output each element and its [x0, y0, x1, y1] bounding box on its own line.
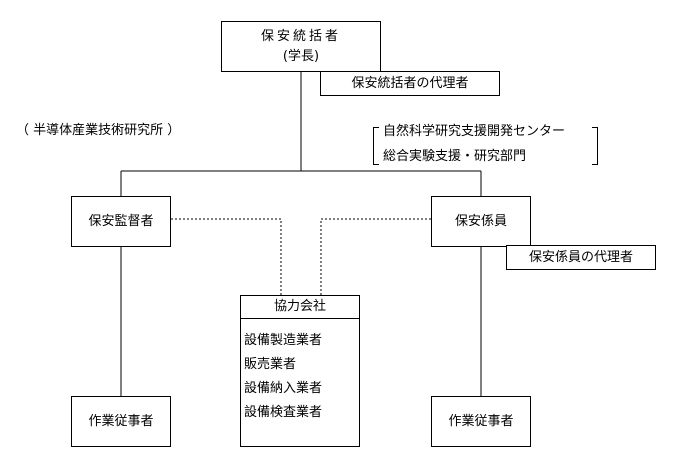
- security-chief-subtitle: (学長): [282, 48, 320, 64]
- partner-box: 協力会社 設備製造業者 販売業者 設備納入業者 設備検査業者: [240, 295, 360, 447]
- staff-box: 保安係員: [431, 196, 531, 247]
- dotted-link-supervisor-partner: [171, 218, 282, 296]
- security-chief-deputy-label: 保安統括者の代理者: [351, 75, 469, 91]
- dept-line2: 総合実験支援・研究部門: [383, 149, 527, 164]
- security-chief-box: 保安統括者 (学長): [221, 21, 381, 72]
- staff-label: 保安係員: [454, 213, 507, 229]
- dept-bracket-left: [373, 127, 379, 165]
- partner-item: 販売業者: [244, 357, 297, 372]
- partner-title: 協力会社: [241, 296, 359, 319]
- partner-item: 設備検査業者: [244, 405, 323, 420]
- security-chief-title: 保安統括者: [260, 28, 341, 44]
- dotted-link-staff-partner: [320, 218, 431, 296]
- security-chief-deputy-box: 保安統括者の代理者: [320, 71, 500, 96]
- staff-deputy-box: 保安係員の代理者: [506, 245, 656, 270]
- supervisor-box: 保安監督者: [71, 196, 171, 247]
- partner-items: 設備製造業者 販売業者 設備納入業者 設備検査業者: [241, 319, 359, 429]
- workers-left-label: 作業従事者: [88, 413, 154, 429]
- dept-line1: 自然科学研究支援開発センター: [383, 124, 566, 139]
- institute-label: （ 半導体産業技術研究所 ）: [16, 123, 181, 138]
- supervisor-label: 保安監督者: [88, 213, 154, 229]
- partner-item: 設備製造業者: [244, 333, 323, 348]
- workers-right-label: 作業従事者: [448, 413, 514, 429]
- workers-left-box: 作業従事者: [71, 396, 171, 447]
- workers-right-box: 作業従事者: [431, 396, 531, 447]
- staff-deputy-label: 保安係員の代理者: [528, 249, 633, 265]
- dept-bracket-right: [592, 127, 598, 165]
- partner-item: 設備納入業者: [244, 381, 323, 396]
